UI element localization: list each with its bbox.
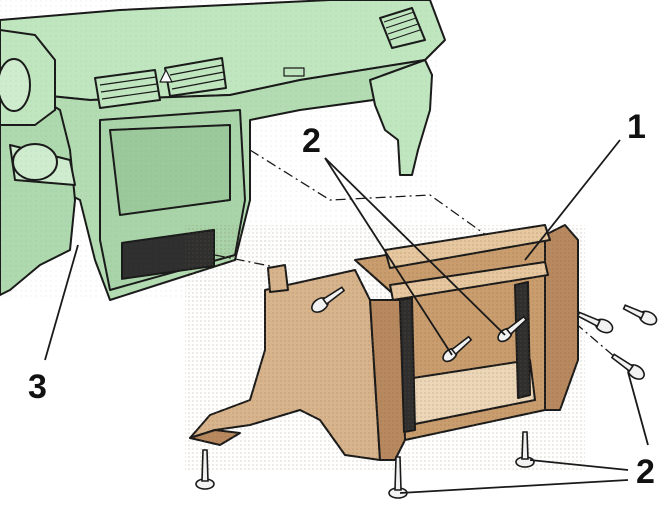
screw-icon xyxy=(576,311,614,334)
callout-part-1: 1 xyxy=(627,108,646,146)
screw-icon xyxy=(311,286,346,313)
screw-icon xyxy=(195,449,215,490)
screw-icon xyxy=(610,353,645,380)
leader-lines xyxy=(44,139,649,494)
leader-1 xyxy=(524,139,621,261)
leader-2-a xyxy=(324,157,453,356)
callout-part-3: 3 xyxy=(28,368,47,406)
leader-2-d xyxy=(529,459,629,471)
dashboard xyxy=(0,0,446,301)
screws xyxy=(195,286,658,499)
callout-part-2-bottom: 2 xyxy=(636,453,655,491)
lower-console xyxy=(185,224,585,470)
leader-2-c xyxy=(627,371,649,446)
screw-icon xyxy=(515,431,535,468)
leader-3 xyxy=(44,244,79,361)
screw-icon xyxy=(442,335,473,363)
leader-2-e xyxy=(399,479,629,494)
screw-icon xyxy=(388,456,408,499)
leader-2-b xyxy=(324,157,506,336)
screw-icon xyxy=(622,304,658,326)
callout-part-2-top: 2 xyxy=(302,122,321,160)
